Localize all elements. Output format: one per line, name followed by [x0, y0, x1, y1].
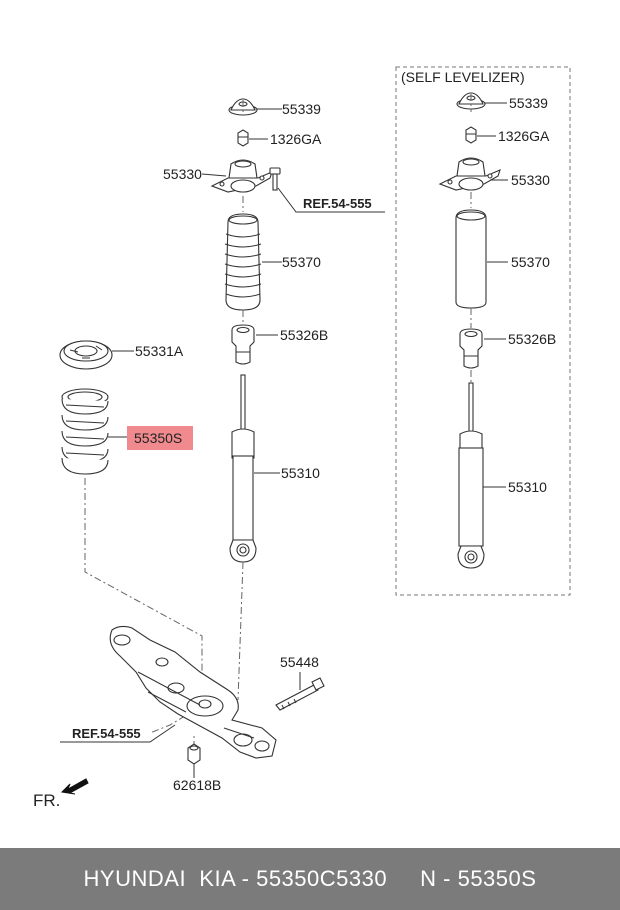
ref-label-bottom[interactable]: REF.54-555 — [72, 726, 141, 741]
dust-cover-right — [455, 209, 487, 309]
front-direction-label: FR. — [33, 791, 60, 810]
self-levelizer-group-box — [395, 66, 571, 596]
label-1326ga-right[interactable]: 1326GA — [498, 128, 550, 144]
coil-spring — [61, 388, 109, 475]
dust-cover-left — [224, 213, 262, 311]
label-55310-left[interactable]: 55310 — [281, 465, 320, 481]
strut-mount-left — [210, 159, 273, 193]
bump-stop-right — [459, 328, 483, 369]
label-55326b-left[interactable]: 55326B — [280, 327, 328, 343]
label-55331a[interactable]: 55331A — [135, 343, 184, 359]
part-number-footer: HYUNDAI KIA - 55350C5330 N - 55350S — [0, 848, 620, 910]
label-55310-right[interactable]: 55310 — [508, 479, 547, 495]
label-55370-right[interactable]: 55370 — [511, 254, 550, 270]
label-55350s[interactable]: 55350S — [134, 430, 182, 446]
self-levelizer-title: (SELF LEVELIZER) — [401, 69, 525, 85]
exploded-parts-diagram: 55339 1326GA 55330 REF.54-555 — [33, 66, 571, 810]
lower-bolt — [275, 677, 325, 711]
bump-stop-left — [231, 324, 255, 365]
label-55330-right[interactable]: 55330 — [511, 172, 550, 188]
label-1326ga-left[interactable]: 1326GA — [270, 131, 322, 147]
strut-mount-right — [438, 157, 501, 191]
highlight-box — [127, 426, 193, 450]
mount-bolt-left — [269, 167, 281, 191]
shock-absorber-right — [457, 382, 485, 569]
label-55370-left[interactable]: 55370 — [282, 254, 321, 270]
front-direction-arrow-icon — [60, 778, 89, 795]
label-55330-left[interactable]: 55330 — [163, 166, 202, 182]
shock-absorber-left — [229, 374, 257, 563]
lower-nut — [187, 743, 201, 765]
spring-pad-left — [59, 340, 113, 370]
ref-label-top[interactable]: REF.54-555 — [303, 196, 372, 211]
label-55339-right[interactable]: 55339 — [509, 95, 548, 111]
lower-control-arm — [109, 625, 277, 759]
nut-right — [465, 126, 477, 144]
label-62618b[interactable]: 62618B — [173, 777, 221, 793]
label-55339-left[interactable]: 55339 — [282, 101, 321, 117]
label-55326b-right[interactable]: 55326B — [508, 331, 556, 347]
nut-left — [237, 129, 249, 147]
label-55448[interactable]: 55448 — [280, 654, 319, 670]
